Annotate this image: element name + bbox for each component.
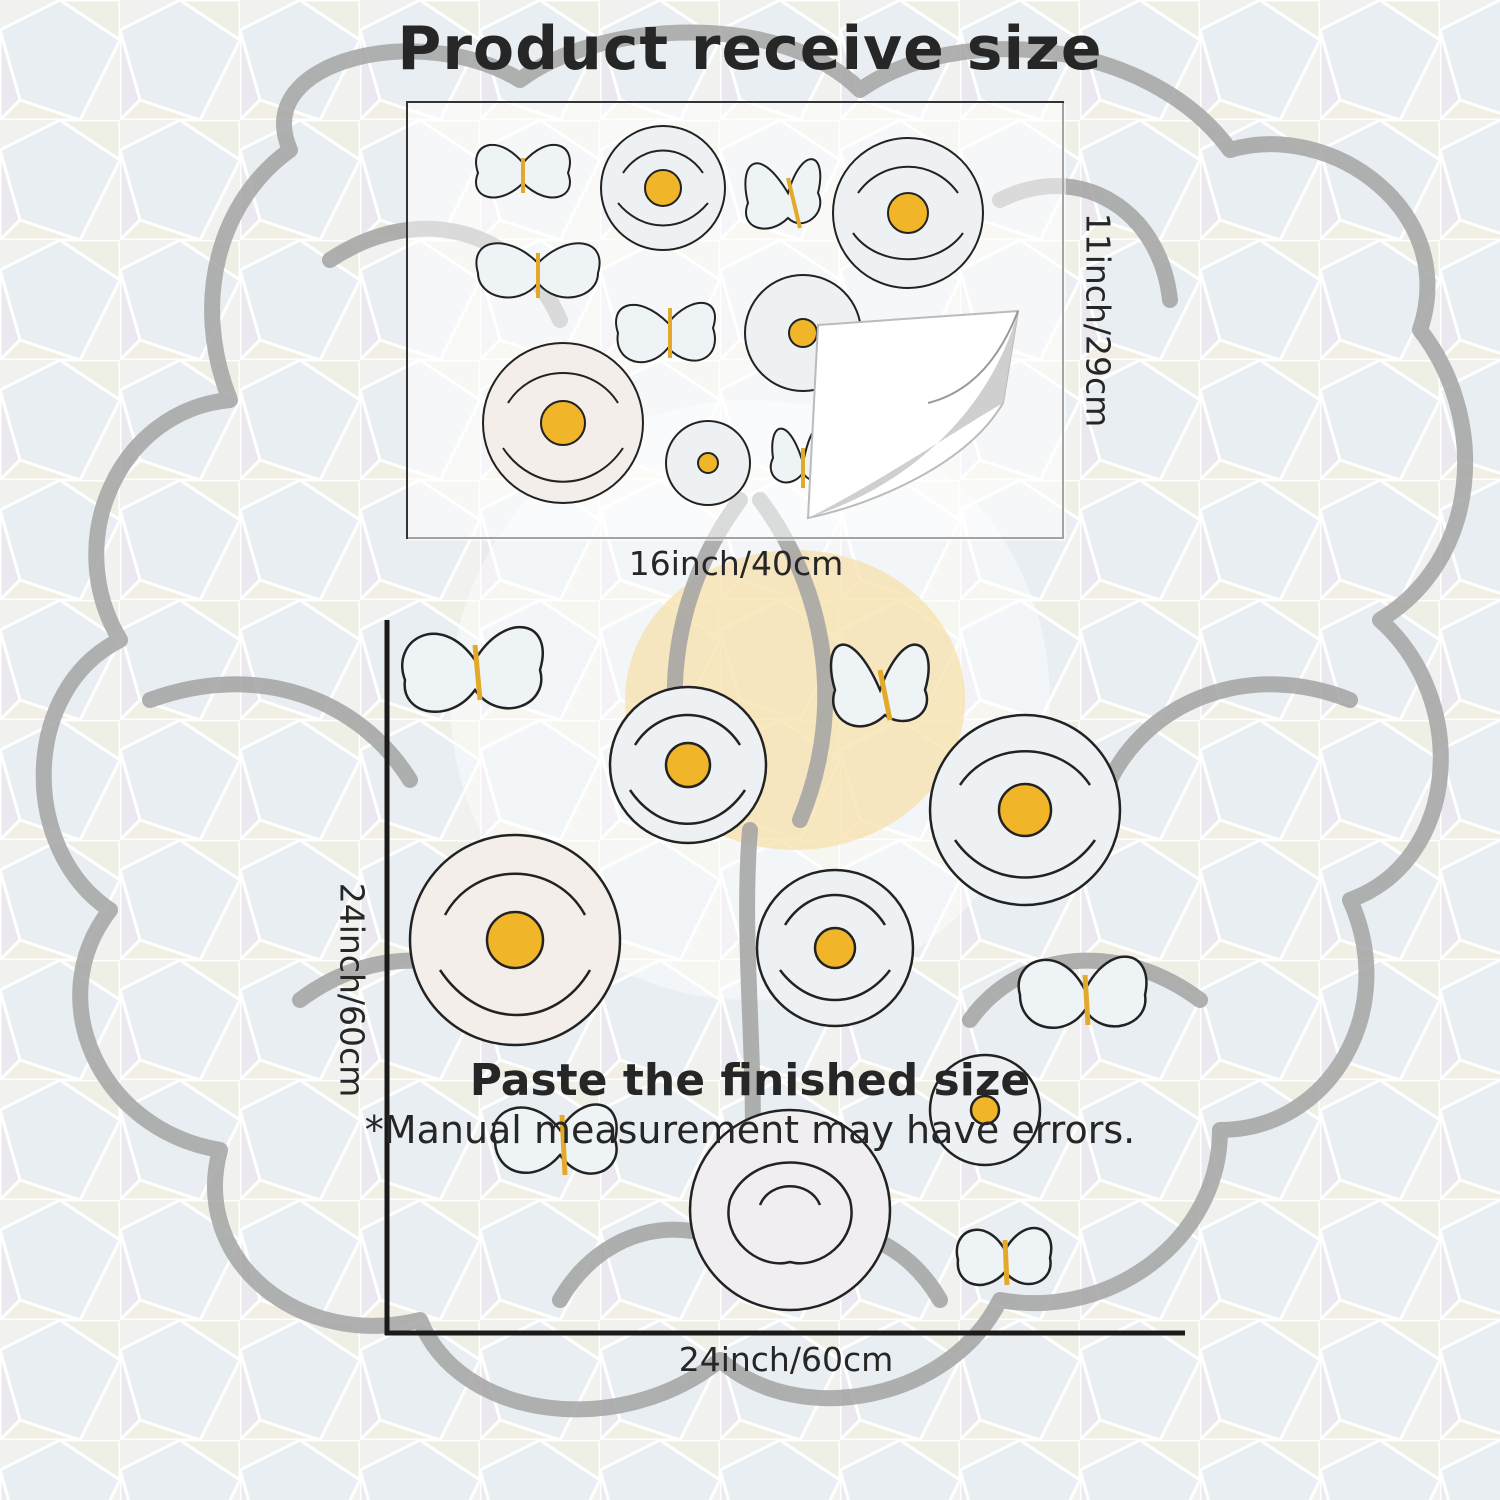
finished-width-label: 24inch/60cm: [678, 1340, 894, 1379]
flower-icon: [600, 125, 726, 251]
butterfly-icon: [829, 643, 930, 728]
flower-icon: [688, 1108, 892, 1312]
butterfly-icon: [1017, 955, 1148, 1029]
peeled-corner-icon: [806, 309, 1020, 520]
paste-finished-size-title: Paste the finished size: [469, 1055, 1031, 1106]
sticker-sheet-art: [408, 103, 1066, 541]
flower-icon: [928, 1053, 1042, 1167]
flower-icon: [832, 137, 984, 289]
butterfly-icon: [475, 144, 571, 199]
measurement-note: *Manual measurement may have errors.: [364, 1108, 1136, 1152]
product-receive-size-title: Product receive size: [397, 14, 1103, 84]
sheet-width-label: 16inch/40cm: [628, 544, 844, 583]
flower-icon: [665, 420, 751, 506]
flower-icon: [608, 685, 768, 845]
flower-icon: [408, 833, 622, 1047]
flower-icon: [928, 713, 1122, 907]
sticker-sheet: [406, 101, 1066, 541]
butterfly-icon: [401, 625, 544, 714]
flower-icon: [755, 868, 915, 1028]
butterfly-icon: [475, 242, 601, 299]
butterfly-icon: [744, 158, 822, 230]
flower-icon: [482, 342, 644, 504]
butterfly-icon: [615, 301, 716, 364]
butterfly-icon: [492, 1103, 618, 1176]
butterfly-icon: [955, 1226, 1053, 1287]
